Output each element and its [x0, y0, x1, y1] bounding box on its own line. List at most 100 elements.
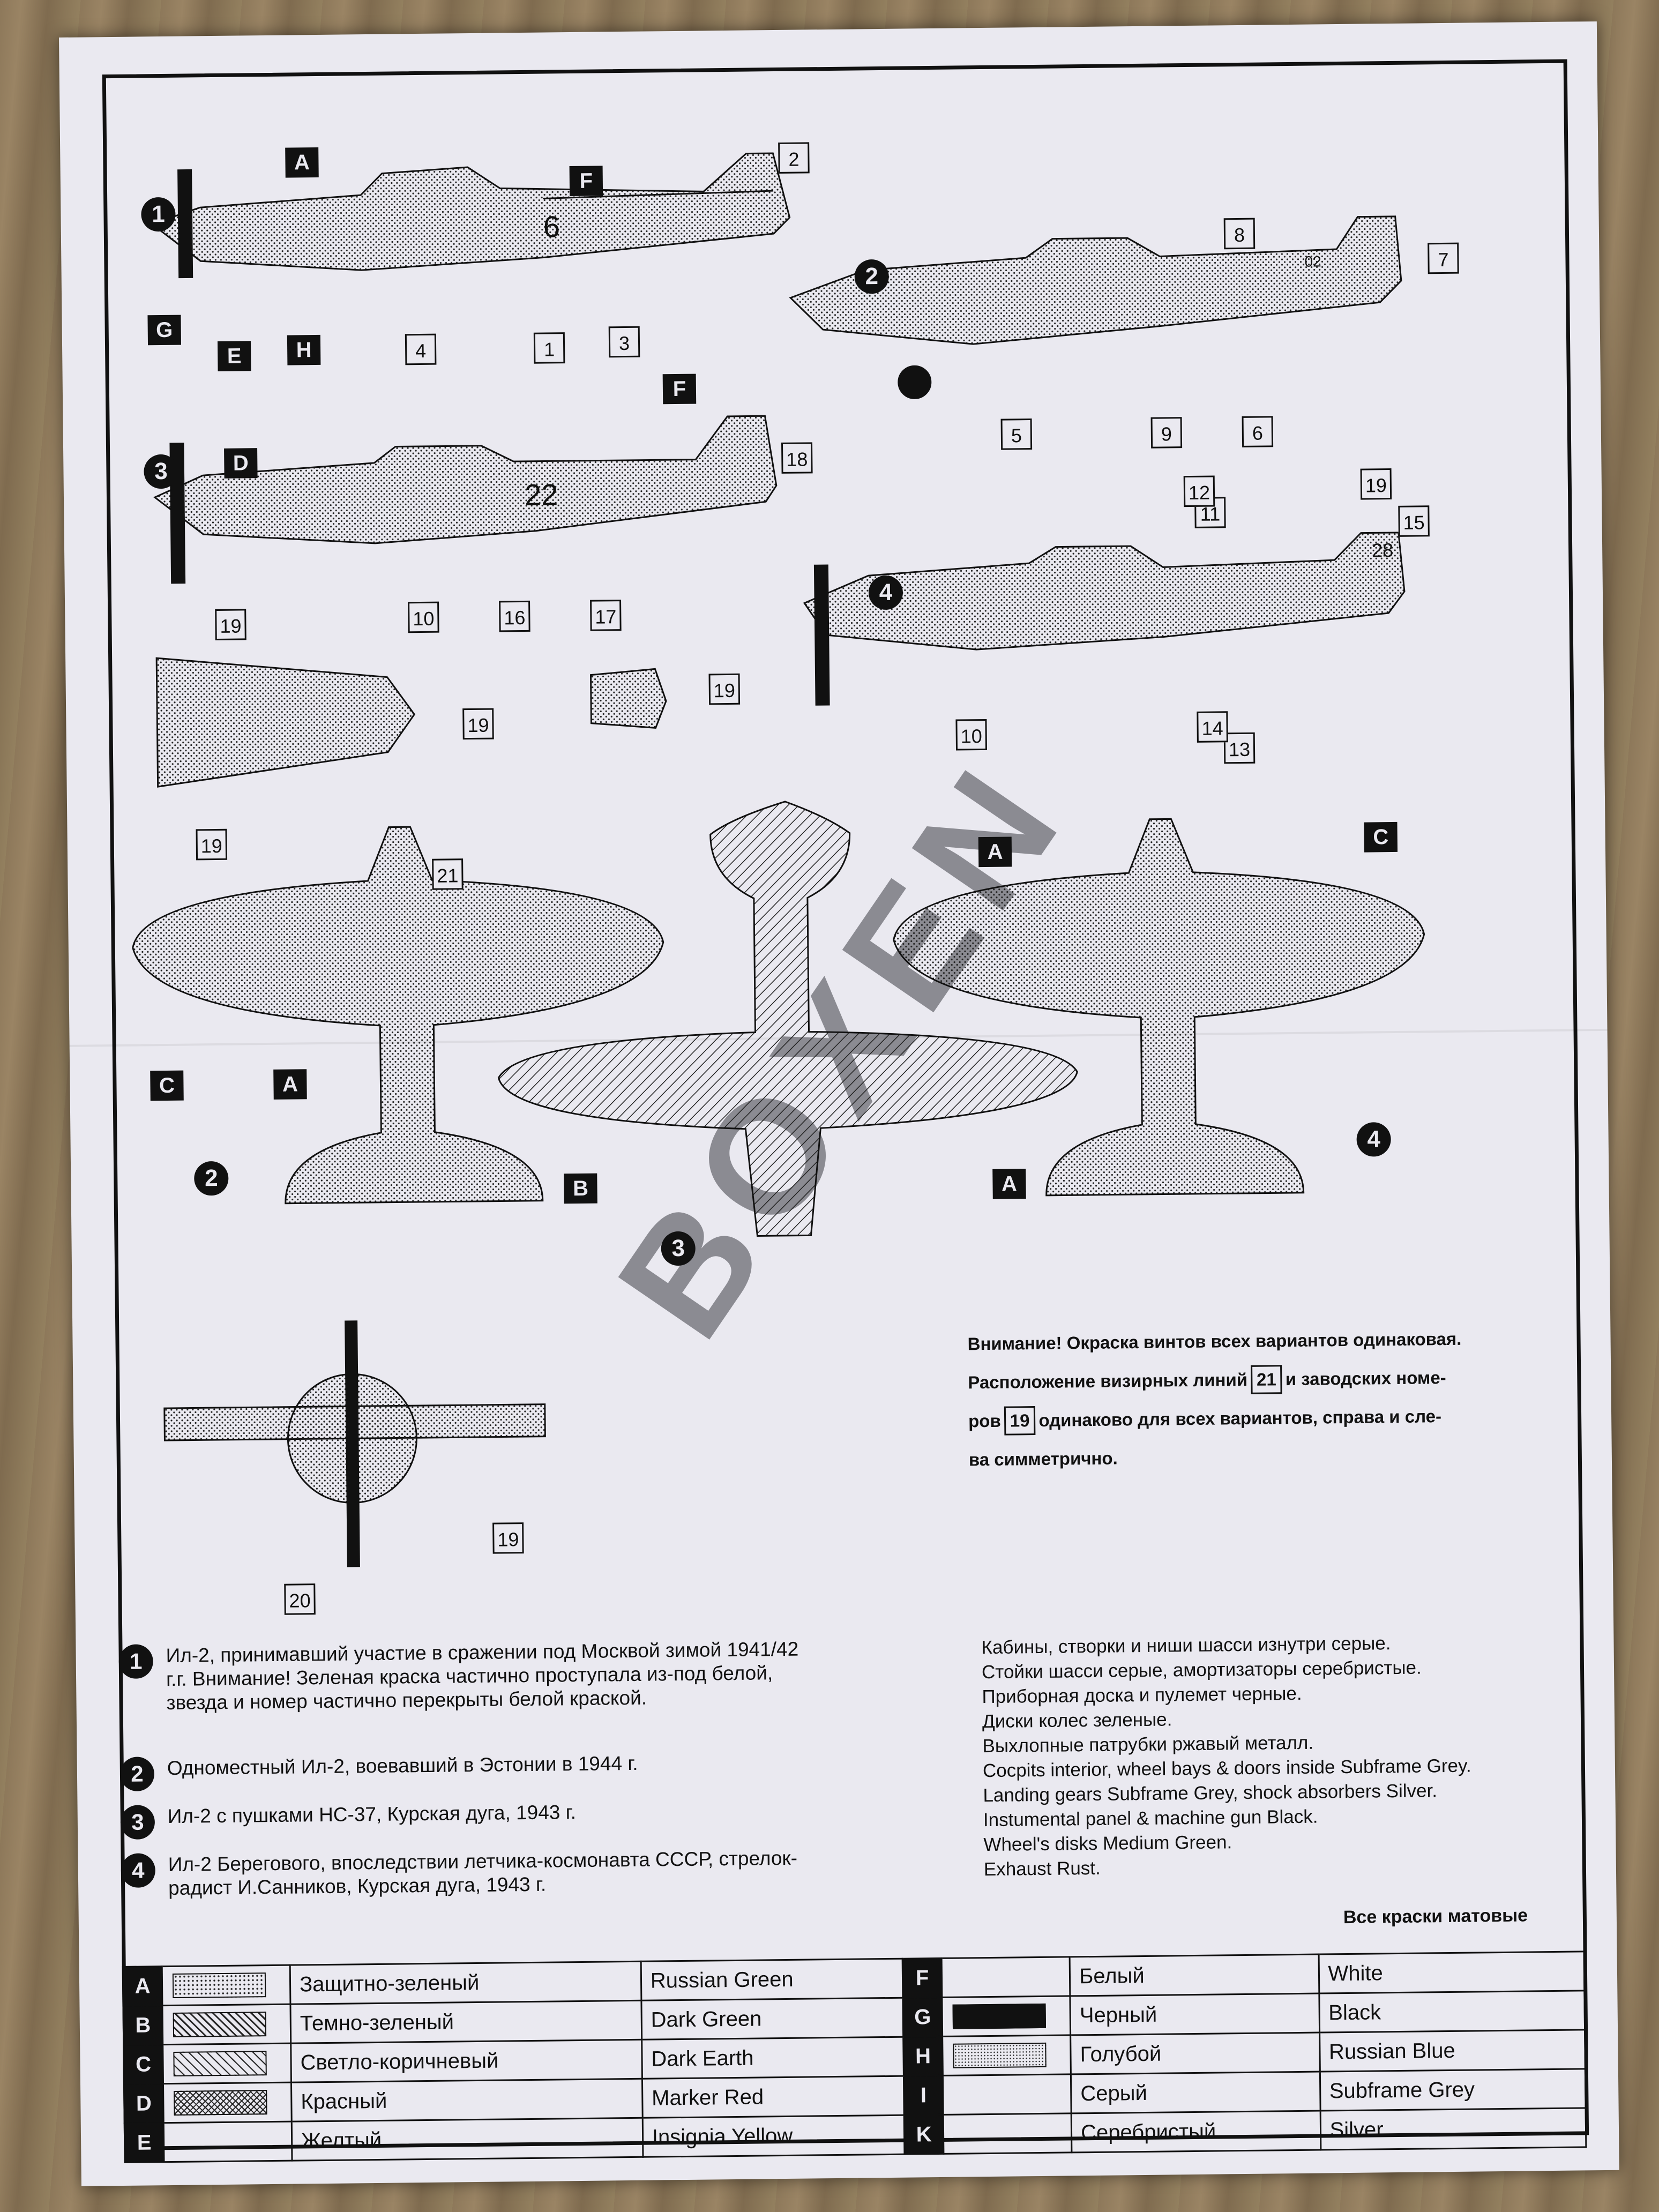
area-label-d: D: [224, 448, 258, 479]
callout-19-f: 19: [492, 1522, 524, 1554]
legend-name-en: Insignia Yellow: [642, 2115, 905, 2157]
area-label-g: G: [147, 315, 182, 346]
legend-swatch: [942, 2035, 1071, 2076]
legend-code: B: [123, 2005, 163, 2045]
legend-name-en: Russian Blue: [1319, 2029, 1586, 2072]
callout-17: 17: [590, 600, 622, 631]
legend-swatch: [163, 2082, 292, 2123]
legend-code: C: [123, 2044, 163, 2084]
area-label-f-2: F: [662, 373, 697, 405]
callout-19-a: 19: [215, 609, 246, 641]
legend-swatch: [943, 2113, 1072, 2154]
legend-code: F: [902, 1958, 942, 1998]
profile-number-3: 3: [144, 454, 178, 489]
legend-swatch: [943, 2074, 1072, 2115]
callout-5: 5: [1000, 419, 1033, 450]
legend-swatch: [941, 1996, 1071, 2037]
callout-13: 13: [1223, 732, 1256, 764]
area-label-b-planview3: B: [564, 1173, 597, 1204]
area-label-a-planview3: A: [992, 1169, 1026, 1199]
legend-name-ru: Светло-коричневый: [290, 2039, 642, 2083]
callout-1: 1: [533, 332, 565, 364]
legend-name-en: Russian Green: [640, 1959, 903, 2001]
marking-number-6: 6: [543, 210, 561, 244]
legend-name-ru: Красный: [291, 2079, 643, 2122]
legend-name-ru: Защитно-зеленый: [290, 1961, 641, 2005]
callout-7: 7: [1428, 242, 1459, 274]
profile-number-2: 2: [854, 259, 890, 294]
callout-12: 12: [1183, 475, 1215, 507]
callout-4: 4: [405, 333, 437, 365]
legend-name-ru: Голубой: [1070, 2032, 1320, 2074]
profile-number-1: 1: [141, 197, 176, 232]
area-label-f: F: [569, 166, 603, 197]
legend-code: I: [903, 2075, 944, 2116]
legend-code: A: [123, 1966, 162, 2006]
legend-name-en: Black: [1319, 1990, 1585, 2033]
callout-2: 2: [778, 142, 810, 174]
swatch-pattern: [953, 2042, 1047, 2068]
legend-name-en: Marker Red: [642, 2076, 905, 2118]
variant-3: 3 Ил-2 с пушками НС-37, Курская дуга, 19…: [120, 1798, 818, 1840]
variant-2: 2 Одноместный Ил-2, воевавший в Эстонии …: [119, 1750, 817, 1791]
legend-name-ru: Желтый: [292, 2118, 643, 2161]
legend-swatch: [162, 2043, 292, 2084]
swatch-pattern: [172, 1972, 266, 1998]
callout-19-e: 19: [1360, 468, 1392, 500]
aircraft-drawings: [132, 152, 1425, 1567]
legend-name-ru: Серебристый: [1071, 2111, 1321, 2153]
variant-4: 4 Ил-2 Берегового, впоследствии летчика-…: [121, 1846, 818, 1901]
legend-code: E: [124, 2123, 165, 2163]
callout-19-d: 19: [708, 673, 741, 705]
callout-10: 10: [408, 601, 439, 633]
planview-number-2: 2: [193, 1161, 229, 1196]
callout-9: 9: [1150, 417, 1183, 449]
callout-18: 18: [781, 442, 813, 474]
callout-19-b: 19: [462, 708, 494, 740]
profile-number-4: 4: [868, 575, 903, 610]
area-label-c-planview2: C: [150, 1070, 184, 1101]
callout-14: 14: [1197, 711, 1228, 743]
callout-20: 20: [284, 1583, 316, 1615]
callout-3: 3: [608, 326, 640, 358]
legend-swatch: [163, 2121, 293, 2162]
callout-8: 8: [1223, 218, 1256, 250]
area-label-a-planview2: A: [273, 1069, 307, 1100]
legend-name-ru: Серый: [1071, 2072, 1320, 2113]
area-label-e: E: [217, 341, 251, 371]
callout-15: 15: [1398, 505, 1430, 537]
swatch-pattern: [952, 2003, 1047, 2029]
planview-number-4: 4: [1356, 1122, 1392, 1157]
note-line-1: Внимание! Окраска винтов всех вариантов …: [967, 1328, 1462, 1354]
callout-10-b: 10: [955, 719, 988, 751]
legend-name-ru: Белый: [1070, 1954, 1319, 1996]
marking-number-02: 02: [1304, 253, 1321, 270]
legend-code: D: [124, 2083, 164, 2124]
attention-note: Внимание! Окраска винтов всех вариантов …: [967, 1319, 1505, 1479]
area-label-a: A: [285, 147, 319, 178]
legend-swatch: [162, 2004, 291, 2045]
callout-19-c: 19: [196, 828, 228, 861]
planview-number-3: 3: [661, 1231, 696, 1266]
marking-number-28: 28: [1371, 539, 1394, 562]
callout-21: 21: [432, 858, 464, 890]
note-line-4: ва симметрично.: [968, 1448, 1118, 1470]
legend-code: G: [902, 1997, 943, 2037]
legend-code: K: [904, 2114, 944, 2155]
interior-notes: Кабины, створки и ниши шасси изнутри сер…: [981, 1633, 1471, 1880]
legend-name-en: Subframe Grey: [1319, 2068, 1586, 2111]
legend-name-en: Dark Earth: [641, 2037, 904, 2079]
swatch-pattern: [173, 2051, 267, 2076]
callout-6: 6: [1242, 416, 1274, 447]
matte-note: Все краски матовые: [1343, 1905, 1528, 1928]
area-label-c-planview4: C: [1364, 821, 1398, 853]
variant-1: 1 Ил-2, принимавший участие в сражении п…: [118, 1637, 816, 1715]
note-box-19: 19: [1004, 1406, 1036, 1436]
note-box-21: 21: [1250, 1365, 1283, 1394]
legend-swatch: [162, 1965, 290, 2006]
swatch-pattern: [173, 2012, 267, 2037]
callout-16: 16: [499, 600, 530, 632]
